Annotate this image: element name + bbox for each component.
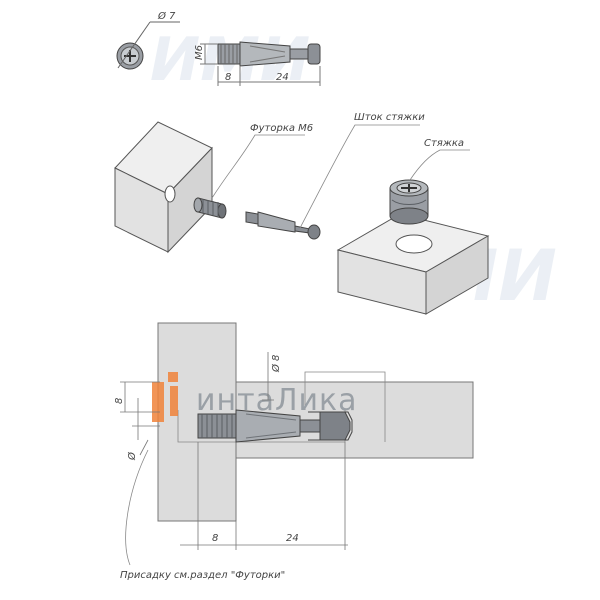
right-panel-plank [336, 213, 490, 315]
section-rod [197, 409, 353, 443]
threaded-insert-part [193, 197, 227, 219]
dim-section-len-a: 8 [212, 533, 218, 544]
dim-top-len-b: 24 [276, 72, 289, 83]
rod-part [245, 211, 321, 240]
note-leader-line [125, 449, 149, 566]
dim-section-diameter-group: Ø 8 [262, 352, 282, 401]
dim-section-left-group: 8 Ø [114, 381, 160, 461]
dim-top-diameter: Ø 7 [157, 10, 176, 22]
brand-logo-mark [152, 382, 164, 422]
left-panel-block [114, 121, 213, 254]
top-drawing: Ø 7 8 24 М6 [116, 10, 321, 86]
label-rod: Шток стяжки [354, 112, 425, 123]
brand-name: интаЛика [196, 383, 358, 418]
dim-section-bottom-group: 8 24 [180, 442, 348, 550]
section-view: интаЛика Ø 8 8 Ø 8 24 [114, 322, 474, 581]
cam-head-icon [116, 42, 144, 70]
cam-lock-part [389, 179, 429, 225]
dim-section-len-b: 24 [286, 533, 299, 544]
dim-top-thread: М6 [194, 45, 205, 60]
label-cam: Стяжка [424, 138, 464, 149]
dim-section-height: 8 [114, 398, 125, 404]
rod-side-view [217, 41, 321, 67]
assembly-3d: Футорка М6 Шток стяжки Стяжка [114, 112, 490, 315]
drilling-note: Присадку см.раздел "Футорки" [120, 570, 285, 581]
dim-section-diameter: Ø 8 [270, 355, 282, 373]
dim-section-left-diam: Ø [126, 451, 138, 461]
label-nut: Футорка М6 [250, 123, 313, 134]
dim-top-len-a: 8 [225, 72, 231, 83]
leader-lines [211, 124, 470, 229]
